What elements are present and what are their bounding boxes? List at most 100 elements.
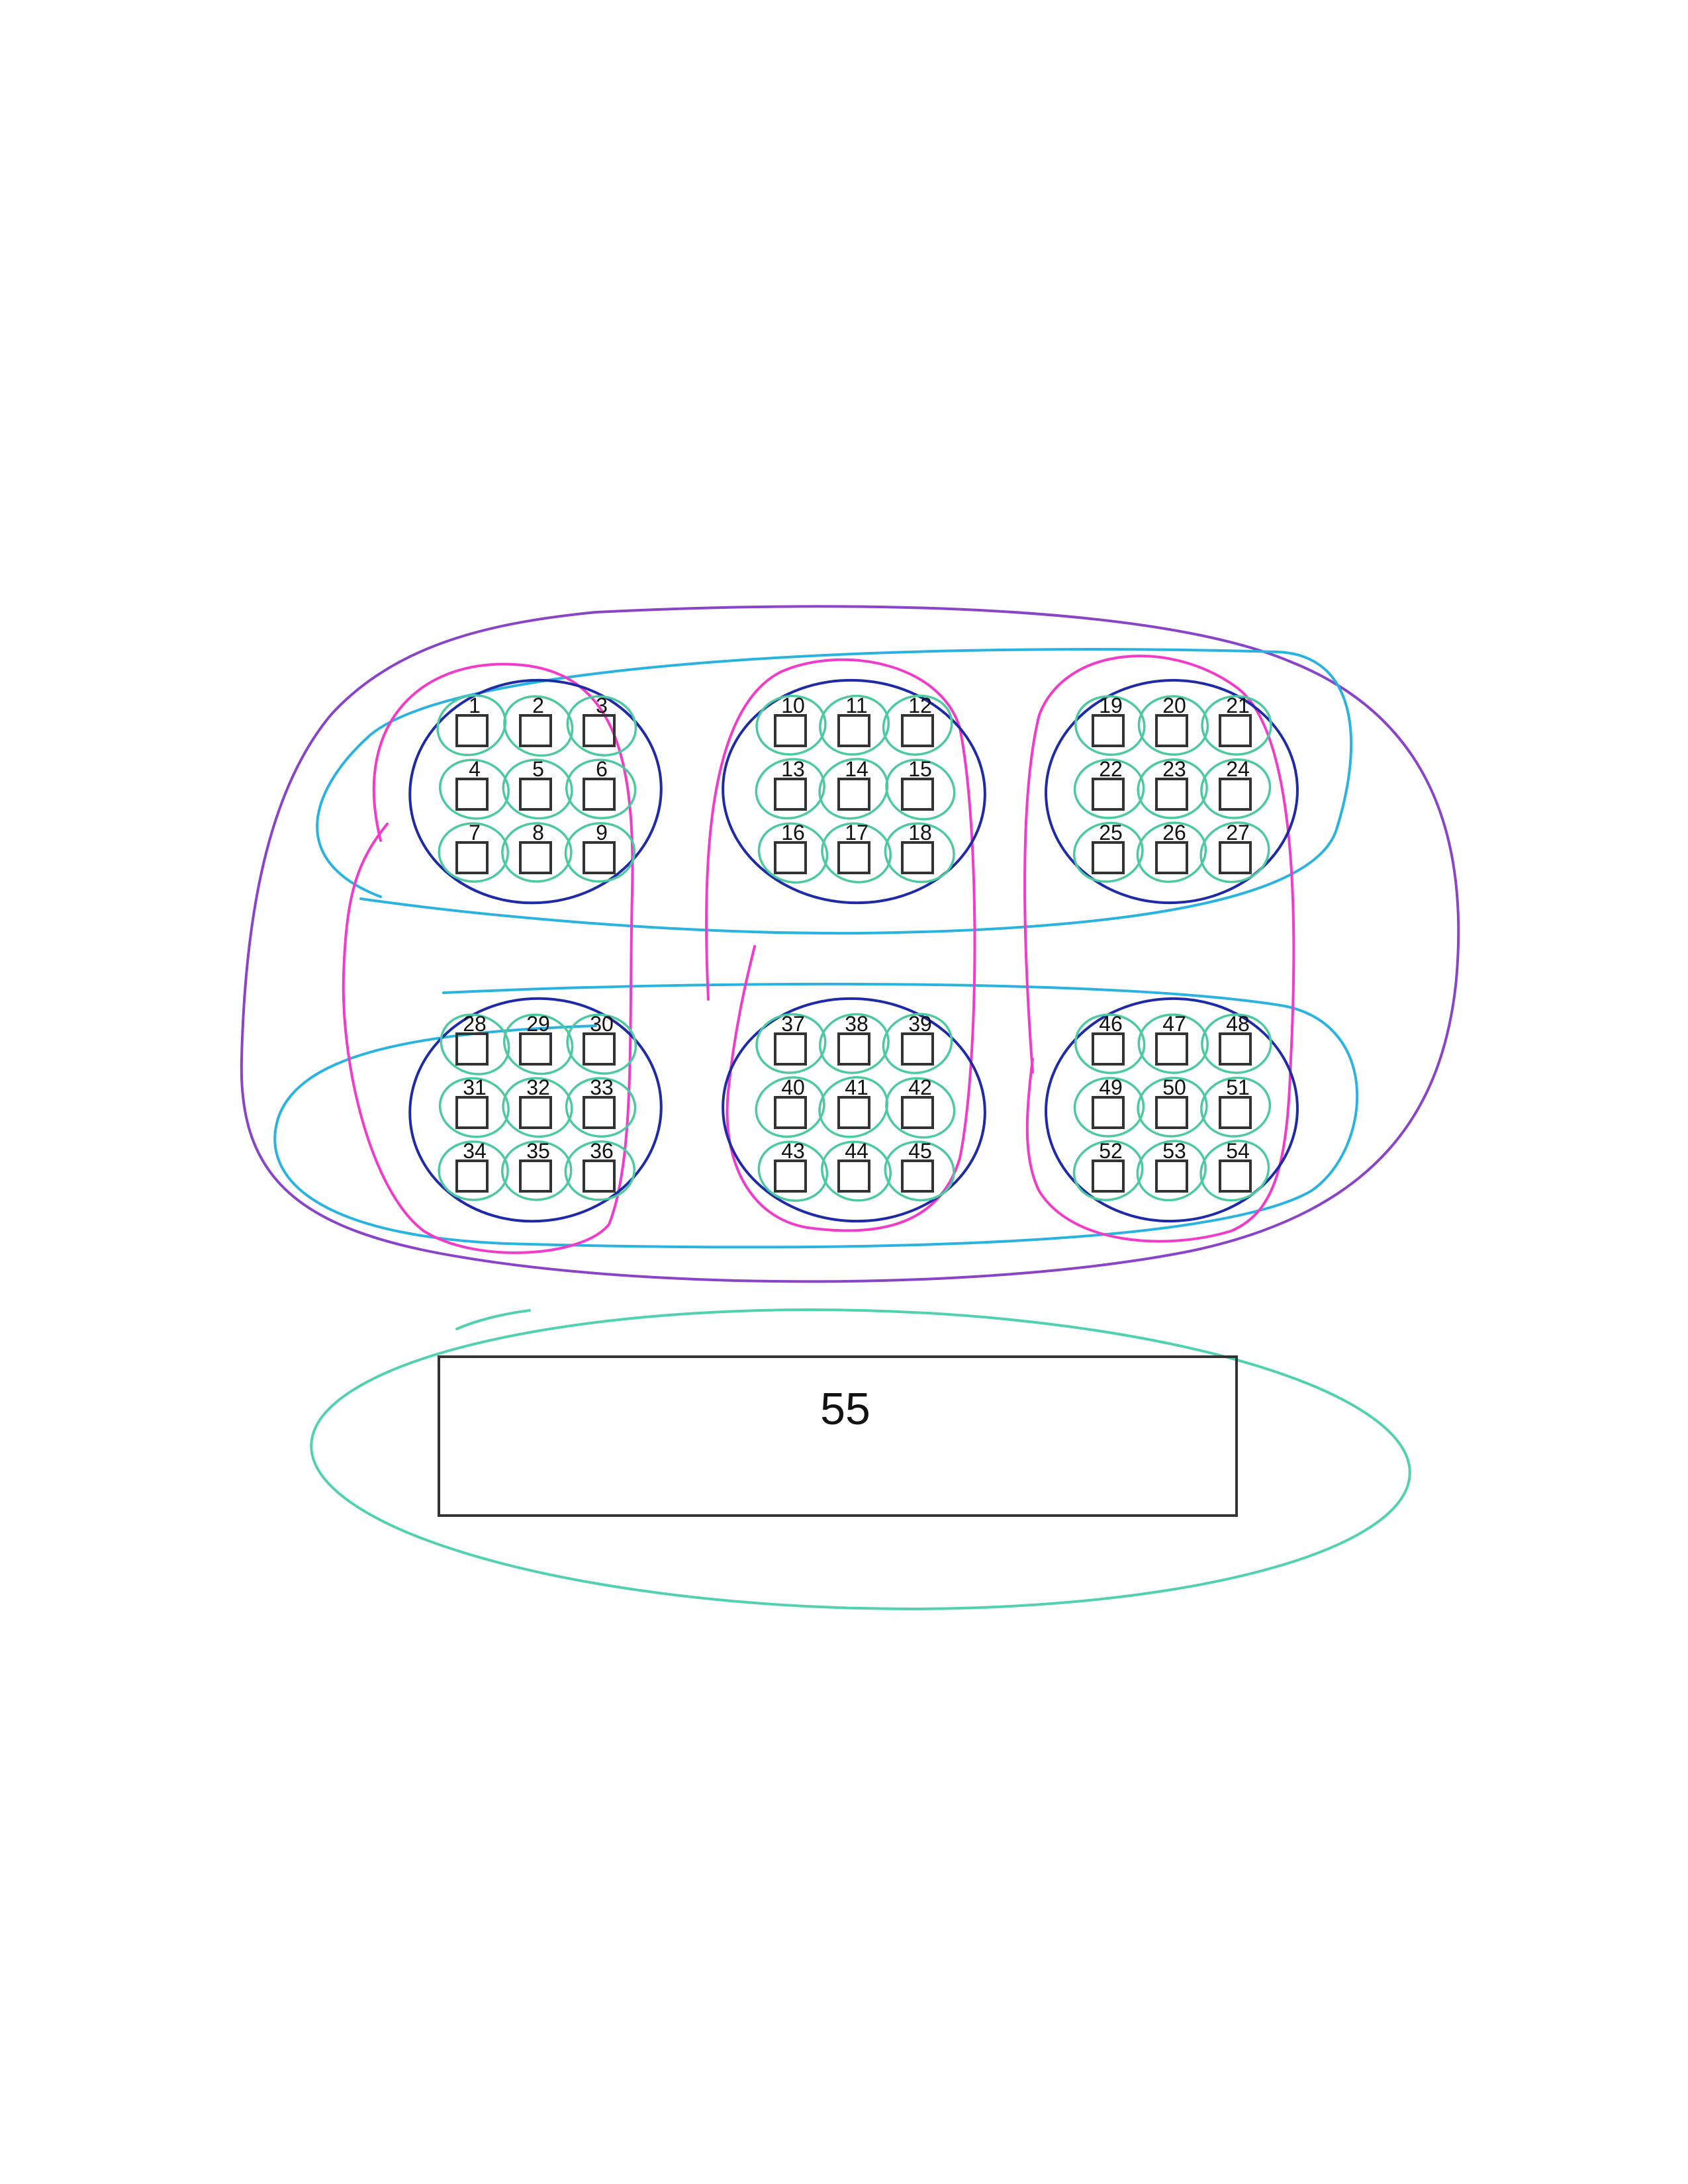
checkbox-cell[interactable] — [583, 841, 616, 874]
checkbox-cell[interactable] — [519, 1032, 552, 1066]
cell-loop — [821, 1140, 892, 1202]
checkbox-cell[interactable] — [583, 714, 616, 747]
checkbox-cell[interactable] — [1219, 1032, 1252, 1066]
checkbox-cell[interactable] — [519, 841, 552, 874]
cell-number-label: 37 — [781, 1012, 805, 1036]
cell-number-label: 40 — [781, 1075, 805, 1099]
checkbox-cell[interactable] — [1219, 778, 1252, 811]
checkbox-cell[interactable] — [1155, 714, 1188, 747]
checkbox-cell[interactable] — [583, 1160, 616, 1193]
cell-loop — [1073, 1077, 1145, 1138]
group-loop — [408, 997, 663, 1223]
cell-loop — [1200, 1076, 1272, 1138]
row-band-top — [316, 648, 1353, 935]
checkbox-cell[interactable] — [1155, 1096, 1188, 1129]
cell-number-label: 10 — [781, 694, 805, 717]
checkbox-cell[interactable] — [519, 1096, 552, 1129]
checkbox-cell[interactable] — [1219, 714, 1252, 747]
checkbox-cell[interactable] — [774, 778, 807, 811]
checkbox-cell[interactable] — [455, 1032, 489, 1066]
checkbox-cell[interactable] — [455, 1160, 489, 1193]
cell-number-label: 46 — [1099, 1012, 1123, 1036]
checkbox-cell[interactable] — [774, 1032, 807, 1066]
cell-loop — [502, 758, 573, 820]
large-box-loop-tail — [455, 1309, 531, 1330]
checkbox-cell[interactable] — [455, 1096, 489, 1129]
checkbox-cell[interactable] — [837, 841, 870, 874]
cell-number-label: 18 — [908, 821, 932, 844]
cell-number-label: 7 — [469, 821, 481, 844]
checkbox-cell[interactable] — [583, 778, 616, 811]
checkbox-cell[interactable] — [901, 841, 934, 874]
checkbox-cell[interactable] — [1092, 1032, 1125, 1066]
checkbox-cell[interactable] — [1155, 1160, 1188, 1193]
checkbox-cell[interactable] — [455, 714, 489, 747]
cell-loop — [565, 1077, 637, 1138]
cell-number-label: 17 — [845, 821, 868, 844]
checkbox-cell[interactable] — [1219, 841, 1252, 874]
cell-number-label: 52 — [1099, 1139, 1123, 1163]
checkbox-cell[interactable] — [837, 1160, 870, 1193]
cell-loop — [438, 822, 510, 883]
checkbox-cell[interactable] — [1092, 1160, 1125, 1193]
cell-loop — [755, 1013, 827, 1074]
cell-number-label: 41 — [845, 1075, 868, 1099]
checkbox-cell[interactable] — [901, 1160, 934, 1193]
checkbox-cell[interactable] — [901, 778, 934, 811]
group-loop — [722, 678, 986, 905]
checkbox-cell[interactable] — [1155, 1032, 1188, 1066]
checkbox-cell[interactable] — [1219, 1160, 1252, 1193]
checkbox-cell[interactable] — [901, 1032, 934, 1066]
cell-number-label: 50 — [1162, 1075, 1186, 1099]
cell-loop — [436, 694, 507, 756]
checkbox-cell[interactable] — [774, 841, 807, 874]
cell-loop — [818, 1076, 889, 1138]
cell-number-label: 30 — [590, 1012, 614, 1036]
large-box[interactable] — [438, 1355, 1238, 1517]
cell-number-label: 22 — [1099, 757, 1123, 781]
checkbox-cell[interactable] — [901, 714, 934, 747]
checkbox-cell[interactable] — [837, 1096, 870, 1129]
checkbox-cell[interactable] — [1092, 778, 1125, 811]
checkbox-cell[interactable] — [455, 778, 489, 811]
cell-number-label: 36 — [590, 1139, 614, 1163]
cell-number-label: 12 — [908, 694, 932, 717]
checkbox-cell[interactable] — [1092, 841, 1125, 874]
cell-number-label: 11 — [845, 694, 867, 717]
checkbox-cell[interactable] — [519, 714, 552, 747]
cell-loop — [564, 1140, 635, 1201]
checkbox-cell[interactable] — [837, 714, 870, 747]
checkbox-cell[interactable] — [455, 841, 489, 874]
checkbox-cell[interactable] — [583, 1096, 616, 1129]
checkbox-cell[interactable] — [519, 1160, 552, 1193]
checkbox-cell[interactable] — [519, 778, 552, 811]
checkbox-cell[interactable] — [837, 1032, 870, 1066]
cell-loop — [1072, 821, 1144, 883]
checkbox-cell[interactable] — [1155, 841, 1188, 874]
checkbox-cell[interactable] — [901, 1096, 934, 1129]
cell-loop — [438, 1140, 509, 1201]
checkbox-cell[interactable] — [774, 1160, 807, 1193]
cell-number-label: 44 — [845, 1139, 868, 1163]
checkbox-cell[interactable] — [1092, 1096, 1125, 1129]
cell-number-label: 31 — [463, 1075, 487, 1099]
cell-number-label: 42 — [908, 1075, 932, 1099]
checkbox-cell[interactable] — [774, 714, 807, 747]
cell-loop — [1199, 821, 1270, 884]
cell-number-label: 33 — [590, 1075, 614, 1099]
cell-number-label: 34 — [463, 1139, 487, 1163]
checkbox-cell[interactable] — [1219, 1096, 1252, 1129]
checkbox-cell[interactable] — [583, 1032, 616, 1066]
checkbox-cell[interactable] — [837, 778, 870, 811]
checkbox-cell[interactable] — [1092, 714, 1125, 747]
cell-number-label: 38 — [845, 1012, 868, 1036]
cell-loop — [1072, 1140, 1144, 1201]
cell-loop — [757, 822, 829, 884]
cell-number-label: 45 — [908, 1139, 932, 1163]
cell-number-label: 54 — [1226, 1139, 1250, 1163]
cell-number-label: 48 — [1226, 1012, 1250, 1036]
checkbox-cell[interactable] — [774, 1096, 807, 1129]
checkbox-cell[interactable] — [1155, 778, 1188, 811]
